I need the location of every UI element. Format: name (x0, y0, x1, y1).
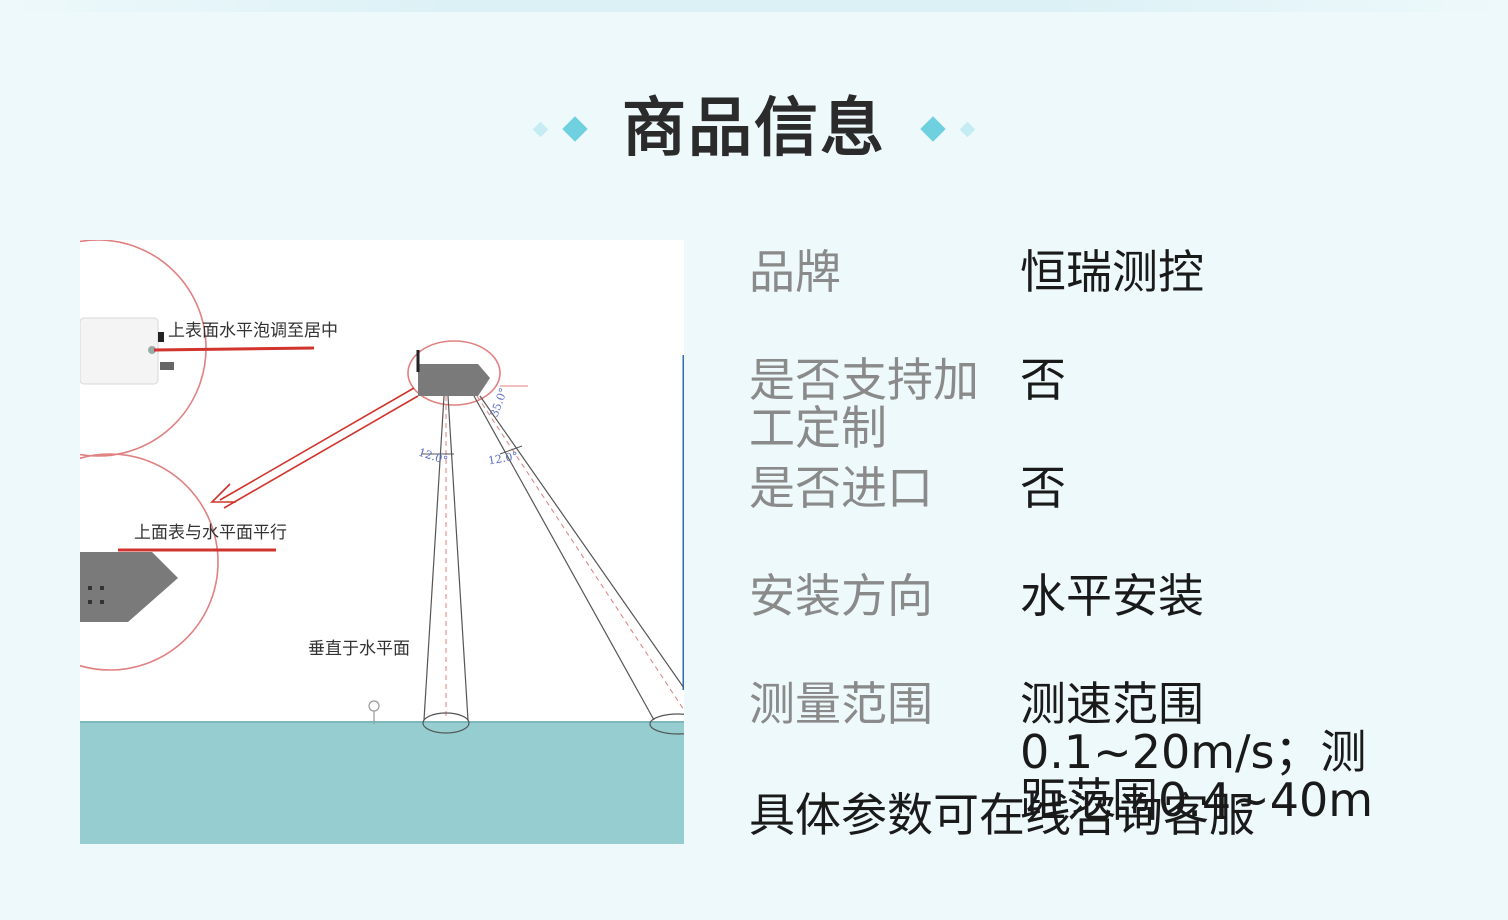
contact-note: 具体参数可在线咨询客服 (749, 788, 1255, 842)
spec-label: 安装方向 (749, 569, 933, 623)
section-title: 商品信息 (622, 92, 886, 166)
spec-value: 水平安装 (1020, 569, 1204, 623)
spec-value: 否 (1020, 353, 1066, 407)
diamond-decoration-icon (959, 121, 976, 137)
sensor-top-view (80, 317, 159, 385)
angled-beam (473, 395, 655, 721)
radar-sensor (418, 364, 490, 396)
sensor-side-view (80, 552, 178, 622)
installation-diagram-graphic (80, 240, 684, 844)
annotation-bottom: 垂直于水平面 (308, 639, 410, 659)
annotation-middle: 上面表与水平面平行 (134, 523, 287, 543)
diamond-decoration-icon (920, 116, 946, 142)
beam-cone (423, 395, 445, 721)
installation-diagram: 上表面水平泡调至居中 上面表与水平面平行 垂直于水平面 12.0° 12.0° … (80, 240, 684, 844)
diamond-decoration-icon (532, 121, 549, 137)
red-indicator-line (153, 346, 315, 352)
spec-label: 品牌 (749, 245, 841, 299)
spec-value: 否 (1020, 461, 1066, 515)
detail-circle (80, 453, 219, 671)
spec-label: 是否进口 (749, 461, 933, 515)
annotation-top: 上表面水平泡调至居中 (168, 321, 338, 341)
section-header: 商品信息 (0, 84, 1508, 174)
device-circle (407, 340, 501, 406)
spec-label: 测量范围 (749, 677, 933, 731)
spec-value: 测速范围0.1~20m/s；测距范围0.4~40m (1020, 677, 1374, 827)
top-band (0, 0, 1508, 12)
spec-label: 是否支持加工定制 (749, 353, 979, 455)
diamond-decoration-icon (562, 116, 588, 142)
spec-value: 恒瑞测控 (1020, 245, 1204, 299)
water-surface (80, 722, 684, 844)
